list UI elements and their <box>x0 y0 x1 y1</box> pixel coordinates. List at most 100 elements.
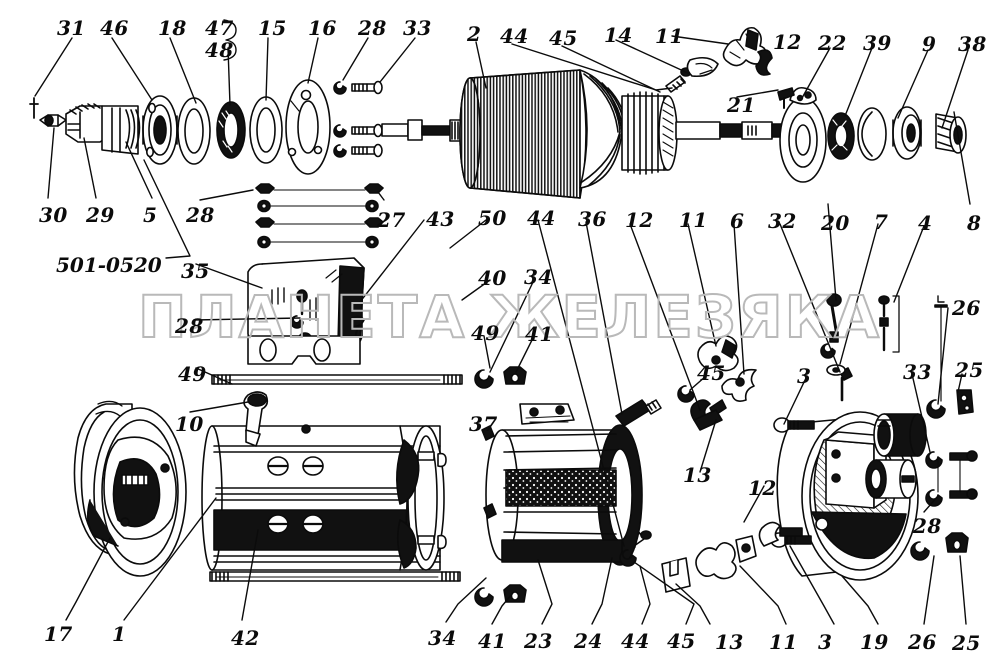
callout-32: 32 <box>768 209 797 233</box>
callout-11: 11 <box>769 630 798 654</box>
callout-45: 45 <box>697 361 726 385</box>
part-17-drive-end-cover <box>73 400 187 577</box>
part-1-housing <box>201 391 447 571</box>
callout-42: 42 <box>231 626 260 650</box>
part-26-33-25-bracket <box>926 304 974 419</box>
part-11-brush-assembly-lower <box>695 535 757 580</box>
part-37-key <box>481 425 495 441</box>
callout-49: 49 <box>178 362 207 386</box>
part-34-41-fasteners-bottom <box>474 584 527 607</box>
callout-16: 16 <box>308 16 337 40</box>
callout-1: 1 <box>112 622 127 646</box>
part-9-washer <box>857 107 887 161</box>
callout-501-0520: 501-0520 <box>56 253 162 277</box>
callout-50: 50 <box>478 206 507 230</box>
part-31-pin <box>29 97 39 119</box>
part-15-washer <box>249 96 283 164</box>
callout-40: 40 <box>478 266 507 290</box>
callout-12: 12 <box>773 30 802 54</box>
callout-34: 34 <box>428 626 457 650</box>
callout-27: 27 <box>377 208 406 232</box>
callout-15: 15 <box>258 16 287 40</box>
callout-3: 3 <box>818 630 833 654</box>
callout-12: 12 <box>748 476 777 500</box>
part-26-25-fasteners-bottom <box>910 532 969 561</box>
callout-11: 11 <box>655 24 684 48</box>
callout-20: 20 <box>821 211 850 235</box>
callout-17: 17 <box>44 622 73 646</box>
part-34-41-fasteners-mid <box>474 366 527 389</box>
callout-45: 45 <box>549 26 578 50</box>
callout-25: 25 <box>952 631 981 655</box>
part-10-terminal <box>243 391 269 447</box>
part-11-bracket-mid <box>697 335 739 372</box>
part-18-washer <box>177 97 211 165</box>
callout-45: 45 <box>667 629 696 653</box>
part-13-insulator-lower <box>661 557 691 593</box>
callout-6: 6 <box>730 209 745 233</box>
part-30-nut <box>39 114 67 127</box>
callout-25: 25 <box>955 358 984 382</box>
callout-23: 23 <box>524 629 553 653</box>
callout-44: 44 <box>621 629 650 653</box>
part-28-lockwashers-top <box>333 81 347 158</box>
callout-37: 37 <box>469 412 498 436</box>
callout-28: 28 <box>186 203 215 227</box>
part-23-24-field-band <box>485 403 643 566</box>
callout-28: 28 <box>913 514 942 538</box>
part-45-washer-lower <box>619 549 637 567</box>
callout-12: 12 <box>625 208 654 232</box>
part-46-bearing <box>142 95 178 165</box>
callout-21: 21 <box>727 93 756 117</box>
callout-3: 3 <box>797 364 812 388</box>
callout-41: 41 <box>478 629 507 653</box>
callout-49: 49 <box>471 321 500 345</box>
callout-14: 14 <box>604 23 633 47</box>
part-8-end-nut <box>935 113 967 154</box>
part-37-key-right <box>483 503 497 519</box>
part-27-28-fastener-rows <box>255 183 384 249</box>
callout-11: 11 <box>679 208 708 232</box>
part-4-pin <box>878 295 900 353</box>
callout-31: 31 <box>57 16 86 40</box>
callout-35: 35 <box>181 259 210 283</box>
part-36-bolt-mid <box>615 399 662 427</box>
part-12-clip-lower <box>758 521 803 547</box>
part-49-through-bolt-upper <box>211 374 463 385</box>
callout-7: 7 <box>874 210 889 234</box>
leader-lines <box>34 19 971 625</box>
callout-18: 18 <box>158 16 187 40</box>
part-12-clip-top <box>755 49 773 76</box>
callout-9: 9 <box>922 32 937 56</box>
callout-26: 26 <box>908 630 937 654</box>
callout-33: 33 <box>903 360 932 384</box>
part-13-insulator-mid <box>693 409 723 431</box>
part-6-strap <box>721 368 757 402</box>
callout-19: 19 <box>860 630 889 654</box>
callout-4: 4 <box>918 211 933 235</box>
part-28-fasteners-right <box>925 450 978 507</box>
callout-2: 2 <box>467 22 482 46</box>
part-33-bolts-top <box>351 80 383 158</box>
callout-48: 48 <box>205 38 234 62</box>
callout-26: 26 <box>952 296 981 320</box>
callout-13: 13 <box>683 463 712 487</box>
callout-38: 38 <box>958 32 987 56</box>
callout-29: 29 <box>86 203 115 227</box>
part-35-solenoid <box>247 257 365 365</box>
part-22-brush-plate <box>779 86 827 183</box>
callout-28: 28 <box>358 16 387 40</box>
callout-22: 22 <box>818 31 847 55</box>
callout-43: 43 <box>426 207 455 231</box>
callout-41: 41 <box>525 322 554 346</box>
part-21-terminal <box>777 87 795 109</box>
callout-13: 13 <box>715 630 744 654</box>
callout-28: 28 <box>175 314 204 338</box>
callout-44: 44 <box>500 24 529 48</box>
part-3-screw-upper <box>773 417 815 433</box>
callout-36: 36 <box>578 207 607 231</box>
part-19-end-cover <box>776 411 927 581</box>
callout-39: 39 <box>863 31 892 55</box>
